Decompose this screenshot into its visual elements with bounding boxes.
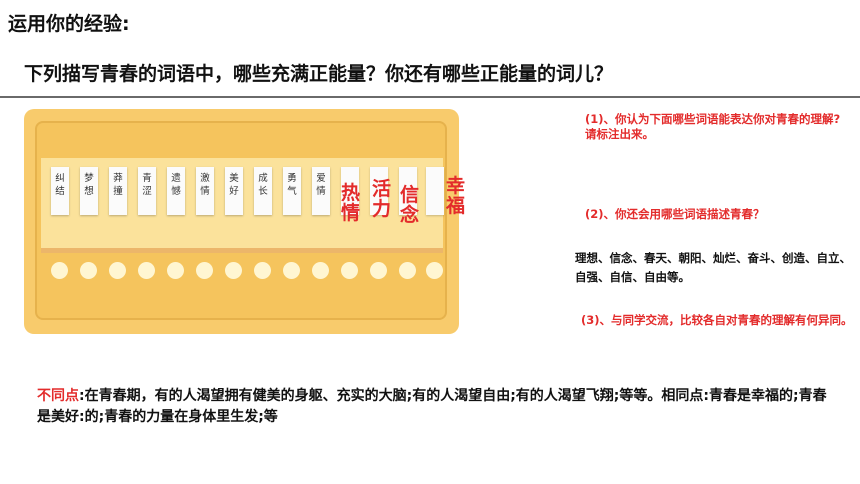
dot (138, 262, 155, 279)
dot (312, 262, 329, 279)
word-slip: 爱 情 (312, 167, 330, 215)
word-slip: 美 好 (225, 167, 243, 215)
slip-char: 长 (258, 186, 268, 197)
slip-char: 青 (142, 173, 152, 184)
red-char: 活 (372, 178, 392, 200)
red-char: 情 (341, 202, 361, 224)
blank-slip (341, 167, 359, 215)
heading: 运用你的经验: (8, 13, 130, 35)
dot (109, 262, 126, 279)
dot (167, 262, 184, 279)
dot (399, 262, 416, 279)
dot (196, 262, 213, 279)
slip-char: 情 (200, 186, 210, 197)
red-word-1: 热 情 (341, 183, 360, 223)
question-2: (2)、你还会用哪些词语描述青春？ (585, 207, 765, 221)
slip-char: 激 (200, 173, 210, 184)
red-word-3: 信 念 (400, 185, 419, 225)
word-slip: 纠 结 (51, 167, 69, 215)
divider (0, 96, 860, 98)
red-word-4: 幸 福 (446, 176, 465, 216)
slip-char: 气 (287, 186, 297, 197)
word-slip: 勇 气 (283, 167, 301, 215)
red-char: 力 (372, 198, 392, 220)
blank-slip (426, 167, 444, 215)
dot (426, 262, 443, 279)
summary-paragraph: 不同点:在青春期，有的人渴望拥有健美的身躯、充实的大脑;有的人渴望自由;有的人渴… (37, 386, 827, 428)
slip-char: 成 (258, 173, 268, 184)
red-char: 念 (400, 204, 420, 226)
slip-char: 想 (84, 186, 94, 197)
blank-slip (399, 167, 417, 215)
dot (225, 262, 242, 279)
question-3: (3)、与同学交流，比较各自对青春的理解有何异同。 (581, 313, 853, 327)
dot (283, 262, 300, 279)
answer-words: 理想、信念、春天、朝阳、灿烂、奋斗、创造、自立、自强、自信、自由等。 (575, 251, 851, 284)
slip-char: 爱 (316, 173, 326, 184)
board-frame: 纠 结 梦 想 莽 撞 青 涩 遗 憾 激 情 美 好 成 长 (35, 121, 447, 320)
word-board: 纠 结 梦 想 莽 撞 青 涩 遗 憾 激 情 美 好 成 长 (24, 109, 465, 334)
word-slip: 遗 憾 (167, 167, 185, 215)
word-slip: 莽 撞 (109, 167, 127, 215)
dot (80, 262, 97, 279)
word-slip: 成 长 (254, 167, 272, 215)
dot (254, 262, 271, 279)
slip-char: 情 (316, 186, 326, 197)
word-slip: 激 情 (196, 167, 214, 215)
slip-char: 莽 (113, 173, 123, 184)
difference-label: 不同点 (37, 388, 79, 404)
slip-char: 遗 (171, 173, 181, 184)
slip-char: 好 (229, 186, 239, 197)
slip-char: 梦 (84, 173, 94, 184)
summary-text: :在青春期，有的人渴望拥有健美的身躯、充实的大脑;有的人渴望自由;有的人渴望飞翔… (37, 388, 827, 425)
red-char: 热 (341, 182, 361, 204)
dot (341, 262, 358, 279)
slip-char: 结 (55, 186, 65, 197)
slip-char: 涩 (142, 186, 152, 197)
dot (370, 262, 387, 279)
slip-char: 纠 (55, 173, 65, 184)
dot (51, 262, 68, 279)
slip-char: 勇 (287, 173, 297, 184)
blank-slip (370, 167, 388, 215)
slip-char: 美 (229, 173, 239, 184)
red-char: 幸 (446, 175, 466, 197)
slip-char: 撞 (113, 186, 123, 197)
red-char: 信 (400, 184, 420, 206)
word-slip: 梦 想 (80, 167, 98, 215)
red-char: 福 (446, 195, 466, 217)
question-1: (1)、你认为下面哪些词语能表达你对青春的理解?请标注出来。 (585, 112, 841, 141)
slip-char: 憾 (171, 186, 181, 197)
red-word-2: 活 力 (372, 179, 391, 219)
word-slip: 青 涩 (138, 167, 156, 215)
question: 下列描写青春的词语中，哪些充满正能量？你还有哪些正能量的词儿？ (24, 63, 614, 85)
